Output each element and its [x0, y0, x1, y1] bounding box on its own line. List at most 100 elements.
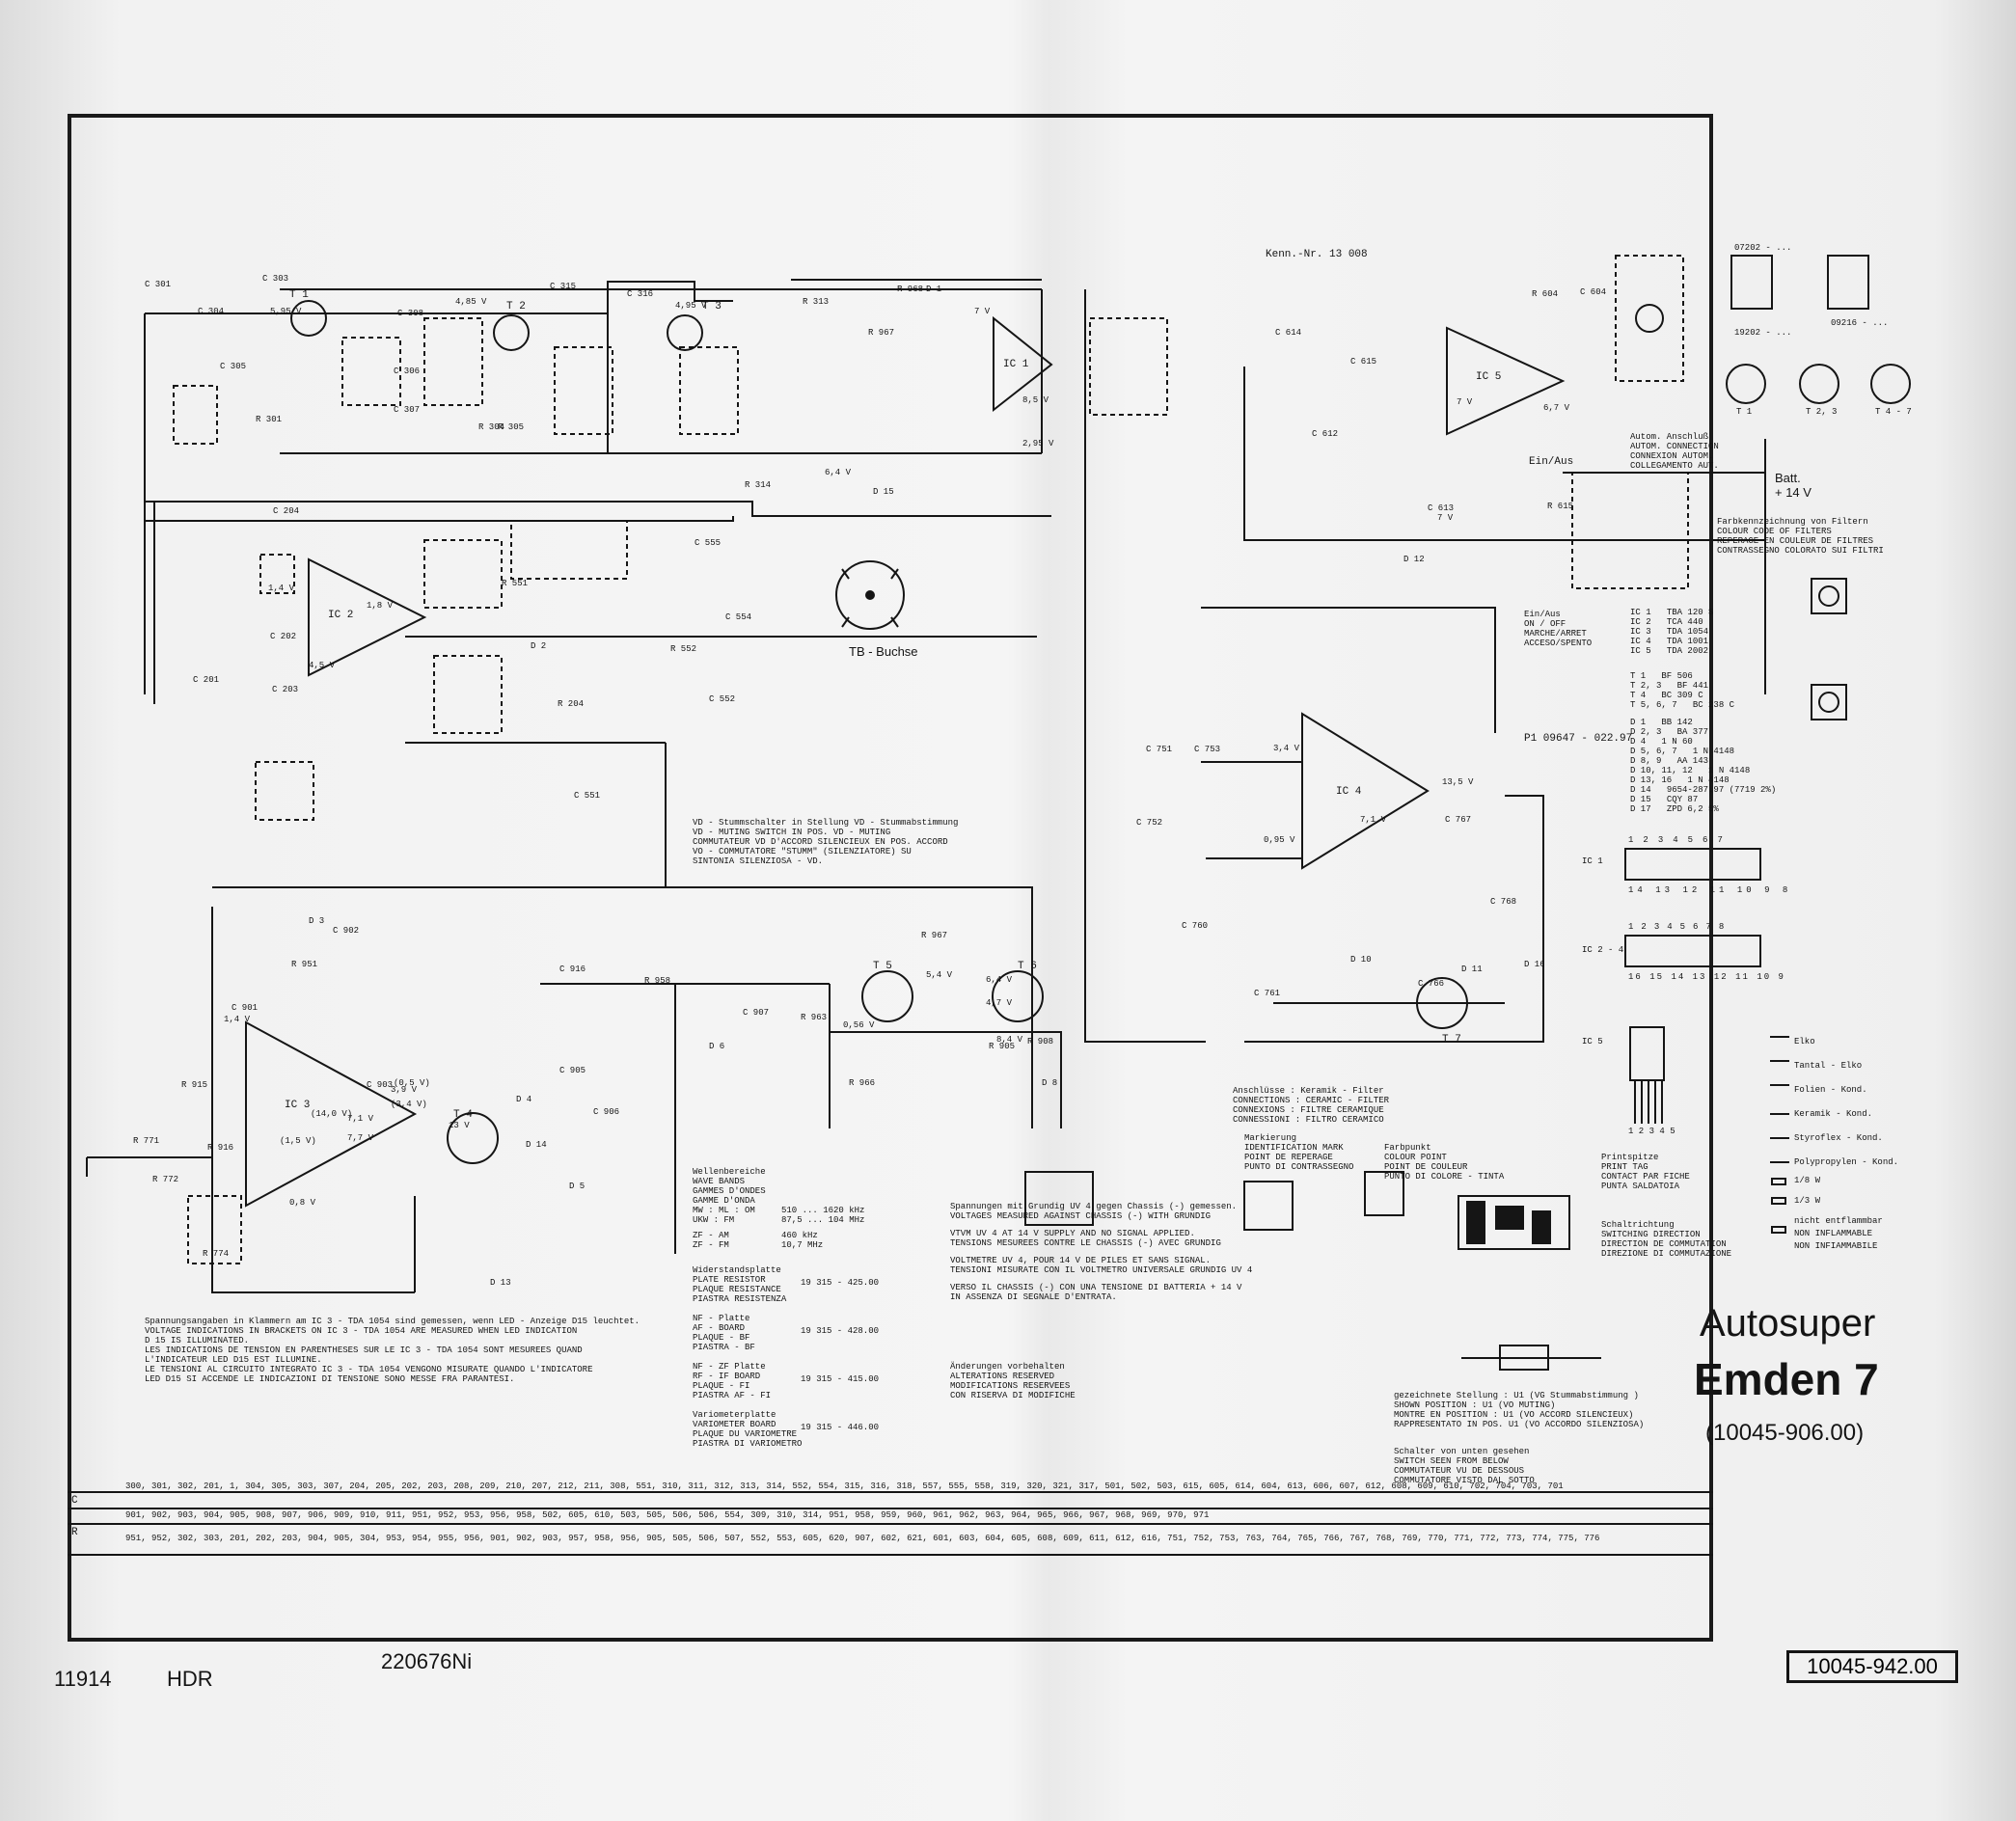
component-label: D 4 — [516, 1095, 532, 1104]
ic3-label: IC 3 — [285, 1100, 311, 1111]
component-label: C 906 — [593, 1107, 620, 1117]
shown-position-note: gezeichnete Stellung : U1 (VG Stummabsti… — [1394, 1391, 1645, 1429]
component-label: C 612 — [1312, 429, 1339, 439]
model-series-title: Autosuper — [1700, 1302, 1876, 1345]
voltage-callout: 3,9 V — [391, 1085, 418, 1095]
capacitor-legend: Elko Tantal - Elko Folien - Kond. Kerami… — [1794, 1037, 1899, 1167]
component-label: D 13 — [490, 1278, 511, 1288]
on-off-note: Ein/Aus ON / OFF MARCHE/ARRET ACCESO/SPE… — [1524, 610, 1593, 648]
voltage-callout: (1,5 V) — [280, 1136, 316, 1146]
transistor-t2-label: T 2 — [506, 301, 526, 313]
transistor-t4-label: T 4 — [453, 1109, 473, 1121]
transistor-t1-label: T 1 — [289, 289, 309, 301]
component-label: R 301 — [256, 415, 283, 424]
footer-label: HDR — [167, 1667, 213, 1691]
component-label: R 968 — [897, 285, 924, 294]
component-label: D 8 — [1042, 1078, 1058, 1088]
component-label: C 555 — [695, 538, 722, 548]
board-resistor: Widerstandsplatte PLATE RESISTOR PLAQUE … — [693, 1265, 787, 1304]
component-label: R 313 — [803, 297, 830, 307]
board-rf-if-code: 19 315 - 415.00 — [801, 1374, 880, 1384]
voltage-callout: 4,95 V — [675, 301, 707, 311]
ceramic-filter-note: Anschlüsse : Keramik - Filter CONNECTION… — [1233, 1086, 1390, 1125]
component-label: C 761 — [1254, 989, 1281, 998]
ic1-package-label: IC 1 — [1582, 856, 1603, 866]
board-variometer-code: 19 315 - 446.00 — [801, 1423, 880, 1432]
ic4-label: IC 4 — [1336, 786, 1362, 798]
schematic-frame — [68, 114, 1713, 1642]
component-label: D 3 — [309, 916, 325, 926]
voltage-callout: 0,8 V — [289, 1198, 316, 1208]
document-number-box: 10045-942.00 — [1786, 1650, 1958, 1683]
component-label: D 1 — [926, 285, 942, 294]
autom-connection-note: Autom. Anschluß AUTOM. CONNECTION CONNEX… — [1630, 432, 1719, 471]
component-label: C 307 — [394, 405, 421, 415]
voltage-callout: 7 V — [1457, 397, 1473, 407]
component-label: R 304 — [478, 422, 505, 432]
component-label: C 308 — [397, 309, 424, 318]
voltage-callout: 6,4 V — [825, 468, 852, 477]
band-values: 510 ... 1620 kHz 87,5 ... 104 MHz 460 kH… — [781, 1206, 865, 1250]
voltage-callout: 0,56 V — [843, 1020, 875, 1030]
component-label: C 760 — [1182, 921, 1209, 931]
component-label: C 916 — [559, 965, 586, 974]
transistor-t6-label: T 6 — [1018, 961, 1037, 972]
board-rf-if: NF - ZF Platte RF - IF BOARD PLAQUE - FI… — [693, 1362, 772, 1400]
component-label: D 12 — [1403, 555, 1425, 564]
component-label: D 5 — [569, 1182, 586, 1191]
switching-direction-note: Schaltrichtung SWITCHING DIRECTION DIREC… — [1601, 1220, 1732, 1259]
component-label: C 315 — [550, 282, 577, 291]
component-label: R 305 — [498, 422, 525, 432]
component-label: C 767 — [1445, 815, 1472, 825]
component-label: C 604 — [1580, 287, 1607, 297]
component-label: D 6 — [709, 1042, 725, 1051]
component-label: R 915 — [181, 1080, 208, 1090]
pinout-t47: T 4 - 7 — [1875, 407, 1912, 417]
wave-bands-note: Wellenbereiche WAVE BANDS GAMMES D'ONDES… — [693, 1167, 766, 1206]
component-label: C 903 — [367, 1080, 394, 1090]
voltage-callout: 7 V — [1437, 513, 1454, 523]
voltage-callout: (3,4 V) — [391, 1100, 427, 1109]
component-label: R 916 — [207, 1143, 234, 1153]
component-label: R 966 — [849, 1078, 876, 1088]
band-names: MW : ML : OM UKW : FM ZF - AM ZF - FM — [693, 1206, 755, 1250]
identification-mark-note: Markierung IDENTIFICATION MARK POINT DE … — [1244, 1133, 1354, 1172]
component-label: R 552 — [670, 644, 697, 654]
ic2-label: IC 2 — [328, 610, 354, 621]
component-label: D 14 — [526, 1140, 547, 1150]
footer-date-code: 220676Ni — [381, 1649, 473, 1673]
voltage-callout: (14,0 V) — [311, 1109, 353, 1119]
voltage-callout: 7,1 V — [347, 1114, 374, 1124]
model-number: (10045-906.00) — [1705, 1420, 1865, 1446]
ic1-pin-row-bottom: 14 13 12 11 10 9 8 — [1628, 885, 1792, 895]
voltage-callout: 13 V — [449, 1121, 470, 1130]
ic5-label: IC 5 — [1476, 371, 1502, 383]
component-label: R 772 — [152, 1175, 179, 1184]
component-label: D 2 — [531, 641, 547, 651]
print-tag-note: Printspitze PRINT TAG CONTACT PAR FICHE … — [1601, 1153, 1690, 1191]
component-label: D 15 — [873, 487, 894, 497]
voltage-callout: 6,7 V — [1543, 403, 1570, 413]
pinout-t23: T 2, 3 — [1806, 407, 1838, 417]
transistor-t3-label: T 3 — [702, 301, 722, 313]
p1-label: P1 09647 - 022.97 — [1524, 733, 1633, 745]
component-label: C 305 — [220, 362, 247, 371]
component-label: R 615 — [1547, 502, 1574, 511]
parts-row-c-values: 300, 301, 302, 201, 1, 304, 305, 303, 30… — [125, 1481, 1564, 1491]
transistor-table: T 1 BF 506 T 2, 3 BF 441 T 4 BC 309 C T … — [1630, 671, 1735, 710]
component-label: C 752 — [1136, 818, 1163, 828]
footer-code: 11914 — [54, 1667, 112, 1691]
voltage-callout: 3,4 V — [1273, 744, 1300, 753]
filter-code-2: 19202 - ... — [1734, 328, 1792, 338]
voltage-callout: 4,7 V — [986, 998, 1013, 1008]
component-label: C 306 — [394, 367, 421, 376]
component-label: C 201 — [193, 675, 220, 685]
voltage-callout: 8,5 V — [1022, 395, 1049, 405]
component-label: C 753 — [1194, 745, 1221, 754]
component-label: C 751 — [1146, 745, 1173, 754]
component-label: R 204 — [558, 699, 585, 709]
transistor-t5-label: T 5 — [873, 961, 892, 972]
component-label: C 902 — [333, 926, 360, 936]
voltage-callout: 5,95 V — [270, 307, 302, 316]
voltage-callout: 4,5 V — [309, 661, 336, 670]
